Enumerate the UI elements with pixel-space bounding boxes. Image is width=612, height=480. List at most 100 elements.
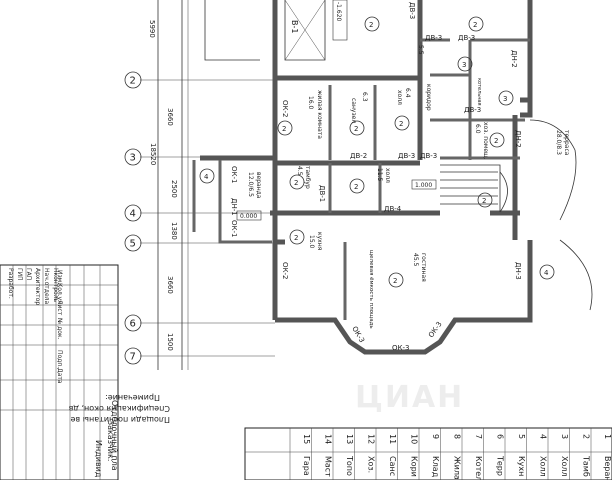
label-dv3-top: ДВ-3 <box>408 2 416 19</box>
room-marker-stair: 2 <box>482 197 486 205</box>
label-ok1-a: ОК-1 <box>230 166 238 183</box>
note-line2: Площади посчитаны ве <box>70 415 170 424</box>
notes-block: Примечание: Спецификация окон, дв Площад… <box>68 393 170 424</box>
room-marker-corridor: 3 <box>462 61 466 69</box>
room-area-utility: 6.0 <box>474 124 481 134</box>
title-block-role: Нач.отдела <box>43 268 50 304</box>
spec-row-name: Тамб <box>582 455 591 477</box>
building-walls <box>192 0 593 355</box>
dim-3660-lower: 3660 <box>166 276 174 294</box>
room-name-vestibule: тамбур <box>304 166 311 189</box>
room-area-hall-upper: 6.4 <box>404 88 411 98</box>
room-name-boiler: котельная <box>476 78 482 106</box>
room-name-veranda: веранда <box>255 172 262 199</box>
label-dn3: ДН-3 <box>514 262 522 280</box>
room-name-bath: санузел <box>350 98 357 123</box>
spec-row-name: Веран <box>603 456 612 480</box>
room-name-utility: хоз. помещ. <box>482 122 489 160</box>
label-dv3-d: ДВ-3 <box>398 152 415 160</box>
spec-row-number: 1 <box>603 434 612 439</box>
room-marker-living: 2 <box>282 125 286 133</box>
room-area-terrace: 28.0/8.3 <box>555 130 562 155</box>
room-area-kitchen: 15.0 <box>308 235 315 249</box>
room-marker-top-a: 2 <box>369 21 373 29</box>
title-block-header: Дата <box>56 368 63 384</box>
room-name-living-room: гостиная <box>420 253 427 282</box>
label-b1: В-1 <box>290 20 299 33</box>
axis-marker-2 <box>124 71 142 89</box>
axis-label-7: 7 <box>130 352 136 363</box>
dim-3660-upper: 3660 <box>166 108 174 126</box>
room-marker-hall: 2 <box>399 120 403 128</box>
spec-row-number: 5 <box>517 434 526 439</box>
dim-1500: 1500 <box>166 333 174 351</box>
spec-row-name: Кори <box>410 456 419 477</box>
title-block-dept: Отделочный пла <box>110 400 119 471</box>
spec-row-name: Топо <box>345 455 354 476</box>
spec-row-number: 3 <box>560 434 569 439</box>
watermark: ЦИАН <box>355 380 465 415</box>
spec-table: 1Веран2Тамб3Холл4Холл5Кухн6Терр7Котел8Жи… <box>244 427 612 480</box>
title-block-header: Изм. <box>56 270 63 284</box>
room-area-hall-lower: 11.5 <box>376 168 383 182</box>
room-marker-veranda: 4 <box>204 173 209 181</box>
room-area-living: 16.0 <box>307 96 314 110</box>
spec-row-number: 15 <box>302 434 311 444</box>
spec-row-number: 9 <box>431 434 440 439</box>
title-block-client: Индивид <box>94 440 103 478</box>
spec-row-name: Жила <box>453 456 462 480</box>
spec-row-name: Холл <box>560 456 569 477</box>
level-mark-top: -1.620 <box>335 2 342 22</box>
note-line1: Спецификация окон, дв <box>68 404 170 413</box>
title-block-role: Разработ. <box>7 268 14 299</box>
label-dv3-b: ДВ-3 <box>458 34 475 42</box>
room-area-vestibule: 4.5 <box>296 166 303 176</box>
spec-row-number: 11 <box>388 434 397 444</box>
spec-row-name: Санс <box>388 456 397 476</box>
title-block-role: Нконтроль <box>52 268 59 303</box>
room-name-hall-upper: холл <box>396 90 403 105</box>
title-block-role: ГИП <box>16 268 23 281</box>
room-marker-hall-lower: 2 <box>354 183 358 191</box>
spec-row-number: 7 <box>474 434 483 439</box>
spec-row-number: 8 <box>453 434 462 439</box>
label-dv1: ДВ-1 <box>318 185 326 202</box>
label-ok2-b: ОК-2 <box>281 262 289 279</box>
spec-row-number: 12 <box>367 434 376 444</box>
label-dn2-top: ДН-2 <box>510 50 518 68</box>
label-dn1: ДН-1 <box>230 198 238 216</box>
spec-row-name: Клад <box>431 456 440 478</box>
label-dv4: ДВ-4 <box>384 205 402 213</box>
room-name-kitchen: кухня <box>316 232 323 251</box>
axis-label-3: 3 <box>130 153 136 164</box>
axis-marker-5 <box>124 234 142 252</box>
title-block-header: № док. <box>56 318 63 340</box>
spec-row-number: 14 <box>324 434 333 444</box>
dim-18520: 18520 <box>149 143 157 165</box>
label-ok2-a: ОК-2 <box>281 100 289 117</box>
title-block-header: Подп. <box>56 350 63 368</box>
dim-5990: 5990 <box>148 20 156 38</box>
level-mark-hall: 1.000 <box>415 182 432 189</box>
title-block-role: Архитектор <box>34 268 41 305</box>
title-block-role: ГАП <box>25 268 32 280</box>
label-dv3-a: ДВ-3 <box>425 34 442 42</box>
spec-row-name: Кухн <box>517 456 526 476</box>
label-ok3-b: ОК-3 <box>392 344 409 352</box>
room-area-corridor: 5.5 <box>417 45 424 55</box>
room-markers: 2 2 2 2 2 3 3 2 2 4 2 2 2 2 4 <box>199 16 555 288</box>
spec-row-name: Терр <box>496 455 505 476</box>
spec-row-number: 10 <box>410 434 419 444</box>
room-marker-terrace-lower: 4 <box>544 269 549 277</box>
room-marker-living-room: 2 <box>393 277 397 285</box>
room-name-hall-lower: холл <box>384 168 391 183</box>
room-marker-utility: 2 <box>494 137 498 145</box>
room-marker-top-b: 2 <box>473 21 477 29</box>
note-head: Примечание: <box>105 393 160 402</box>
label-dv3-c: ДВ-3 <box>464 106 481 114</box>
axis-label-2: 2 <box>130 76 136 87</box>
room-marker-vestibule: 2 <box>294 179 298 187</box>
dim-2500: 2500 <box>170 180 178 198</box>
